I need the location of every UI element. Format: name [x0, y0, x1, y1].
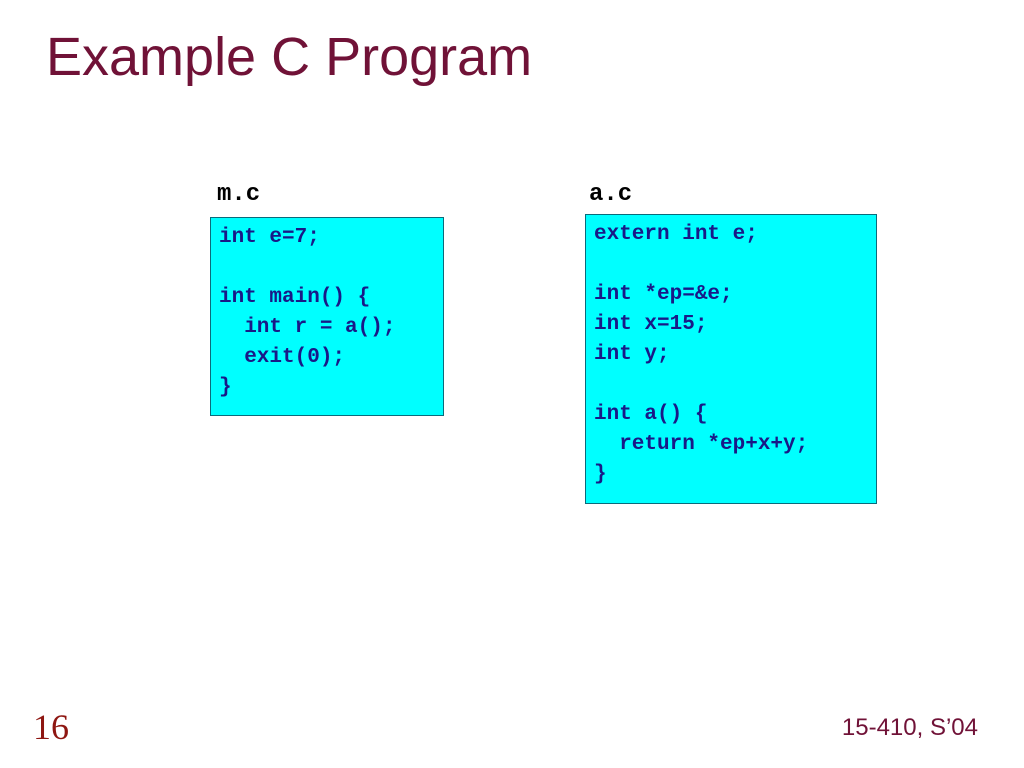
page-number: 16: [33, 707, 69, 747]
file-label-ac: a.c: [589, 181, 633, 208]
slide-title: Example C Program: [46, 27, 533, 87]
code-box-mc: int e=7; int main() { int r = a(); exit(…: [210, 217, 444, 416]
file-label-mc: m.c: [217, 181, 261, 208]
code-box-ac: extern int e; int *ep=&e; int x=15; int …: [585, 214, 877, 504]
course-footer: 15-410, S’04: [841, 714, 978, 741]
